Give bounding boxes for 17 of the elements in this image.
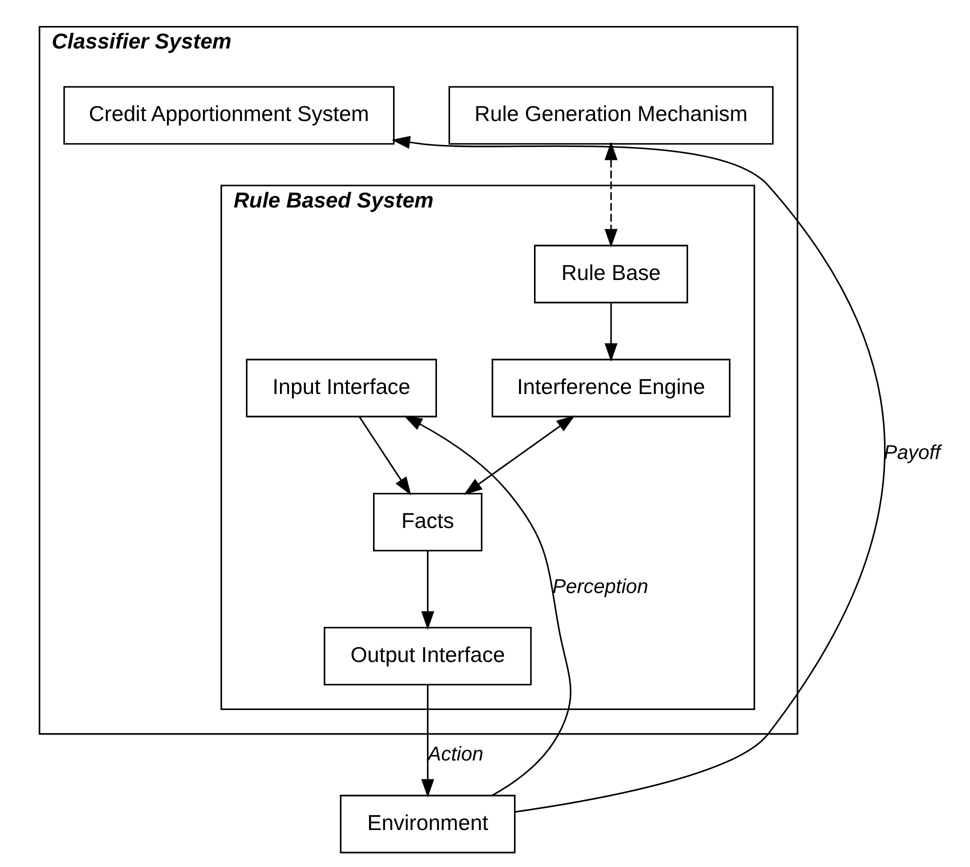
arrow	[403, 416, 571, 796]
arrow	[391, 136, 886, 813]
arrow	[420, 684, 434, 798]
node-box: Credit Apportionment System	[62, 86, 394, 145]
arrow	[604, 303, 618, 362]
node-box: Rule Generation Mechanism	[448, 86, 774, 145]
arrow	[358, 416, 411, 496]
node-box: Output Interface	[323, 626, 532, 686]
node-box: Interference Engine	[491, 358, 730, 418]
arrow	[420, 550, 434, 630]
node-box: Environment	[339, 794, 516, 854]
node-box: Rule Base	[534, 244, 688, 304]
edge-label: Perception	[552, 576, 648, 598]
node-box: Input Interface	[245, 358, 436, 418]
arrow	[463, 415, 574, 495]
node-box: Facts	[372, 492, 482, 552]
arrow	[604, 142, 618, 248]
